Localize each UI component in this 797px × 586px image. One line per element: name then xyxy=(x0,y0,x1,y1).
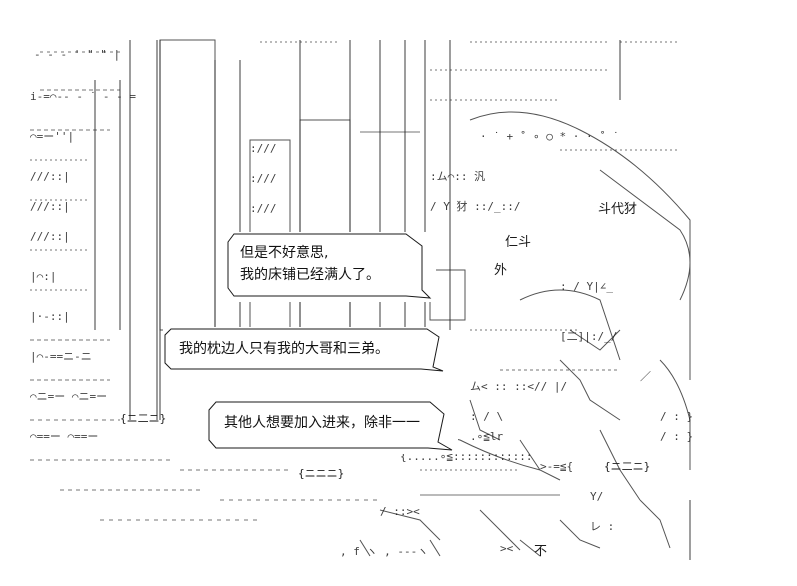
art-glyphs: / Y 犲 ::/_::/ xyxy=(430,199,520,213)
art-glyphs: ⌒=ー''| xyxy=(30,130,74,143)
art-glyphs: ム< :: ::<// |/ xyxy=(470,380,567,393)
art-glyphs: :/// xyxy=(250,202,277,215)
art-glyphs: :/// xyxy=(250,172,277,185)
art-glyphs: :/// xyxy=(250,142,277,155)
bubble-frame xyxy=(164,328,444,372)
art-glyphs: : / Y|∠_ xyxy=(560,280,613,293)
art-glyphs: / : } xyxy=(660,410,693,423)
art-glyphs: · ˙ + ˚ ∘ ○ * · · ˚ ˙ xyxy=(480,130,619,143)
art-glyphs: ⌒ニ=ー ⌒ニ=ー xyxy=(30,390,107,403)
art-glyphs: ///::| xyxy=(30,230,70,243)
bubble-frame xyxy=(227,233,432,299)
art-glyphs: ／ xyxy=(640,370,651,383)
art-kanji: 不 xyxy=(534,544,547,559)
art-glyphs: Y/ xyxy=(590,490,603,503)
art-glyphs: ⌒==ー ⌒==ー xyxy=(30,430,98,443)
art-glyphs: [二]|:/_/ xyxy=(560,330,617,343)
art-glyphs: :ム⌒:: 汎 xyxy=(430,169,485,183)
caption-tag-right: {ニ二ニ} xyxy=(604,460,650,473)
art-glyphs: , f ヽ , ---ヽ xyxy=(340,545,428,558)
art-glyphs: |⌒:| xyxy=(30,270,57,283)
speech-bubble-3: 其他人想要加入进来，除非一一 xyxy=(206,398,458,454)
bubble-3-line-1: 其他人想要加入进来，除非一一 xyxy=(224,415,420,431)
art-glyphs: >-=≦{ xyxy=(540,460,573,473)
bubble-1-line-1: 但是不好意思, xyxy=(240,245,329,261)
art-glyphs: / : } xyxy=(660,430,693,443)
art-glyphs: ///::| xyxy=(30,200,70,213)
art-glyphs: ///::| xyxy=(30,170,70,183)
art-glyphs: レ : xyxy=(590,520,614,533)
art-glyphs: / ::>< xyxy=(380,505,420,518)
art-glyphs: |·-::| xyxy=(30,310,70,323)
art-glyphs: - - - ' " " | xyxy=(34,48,120,61)
art-glyphs: |⌒-==ニ-ニ xyxy=(30,350,92,363)
speech-bubble-1: 但是不好意思, 我的床铺已经满人了。 xyxy=(226,232,436,302)
art-glyphs: : / \ xyxy=(470,410,503,423)
art-glyphs: i-=⌒-- - ˙ ‐ - = xyxy=(30,90,136,103)
caption-tag-left: {ニ二ニ} xyxy=(120,412,166,425)
speech-bubble-2: 我的枕边人只有我的大哥和三弟。 xyxy=(163,327,445,373)
art-kanji: 斗代犲 xyxy=(598,202,637,217)
bubble-frame xyxy=(208,401,453,451)
bubble-2-line-1: 我的枕边人只有我的大哥和三弟。 xyxy=(179,341,389,357)
art-glyphs: .∘≦lr xyxy=(470,430,503,443)
art-kanji: 仁斗 xyxy=(505,235,531,250)
art-glyphs: >< xyxy=(500,542,514,555)
bubble-1-line-2: 我的床铺已经满人了。 xyxy=(240,267,380,283)
art-kanji: 外 xyxy=(494,263,507,278)
caption-tag-center: {ニニニ} xyxy=(298,467,344,480)
